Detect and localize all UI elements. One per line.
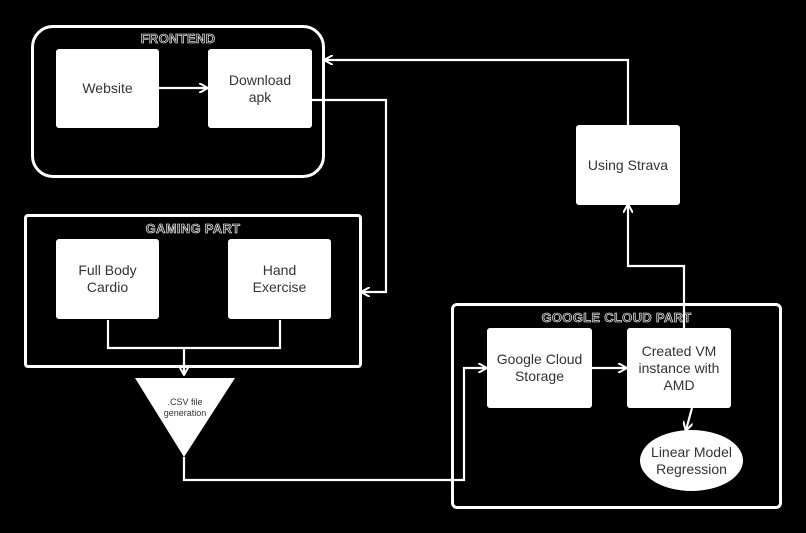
csv-triangle-shape [135,378,235,457]
frontend-group-title: FRONTEND [140,31,216,47]
edge-csv-to-storage [182,368,486,482]
cloud-group-title: GOOGLE CLOUD PART [541,310,692,326]
csv-generation-label: .CSV file generation [163,397,207,418]
created-vm-node: Created VM instance with AMD [627,328,731,408]
gaming-group-title: GAMING PART [145,221,241,237]
edge-cardio-merge [106,320,282,350]
website-node: Website [56,49,159,128]
edge-strava-to-frontend [325,60,630,125]
linear-model-regression-node: Linear Model Regression [640,430,743,491]
cloud-group: GOOGLE CLOUD PART [451,303,782,509]
using-strava-node: Using Strava [576,125,680,205]
download-apk-node: Download apk [208,49,312,128]
edge-vm-to-strava [628,205,686,328]
full-body-cardio-node: Full Body Cardio [56,239,159,319]
frontend-group: FRONTEND [31,25,325,178]
google-cloud-storage-node: Google Cloud Storage [487,328,592,408]
edge-download-to-gaming [312,98,388,292]
hand-exercise-node: Hand Exercise [228,239,331,319]
edge-vm-to-linear-model [686,407,694,430]
